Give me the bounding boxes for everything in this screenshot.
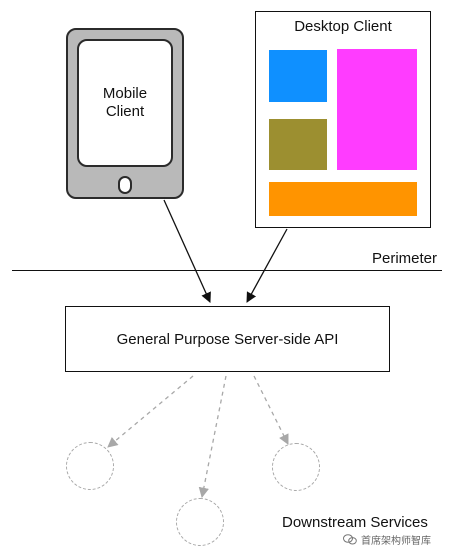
watermark-text: 首席架构师智库 (361, 536, 431, 547)
perimeter-line (12, 270, 442, 271)
mobile-client-label: Mobile Client (102, 85, 148, 120)
mobile-to-api-arrow (163, 199, 211, 303)
downstream-services-label: Downstream Services (282, 514, 428, 531)
desktop-client-title: Desktop Client (294, 18, 392, 35)
downstream-service-3 (272, 443, 320, 491)
api-label: General Purpose Server-side API (116, 330, 339, 348)
api-to-service-3-arrow (253, 375, 289, 445)
watermark: 首席架构师智库 (343, 532, 431, 547)
perimeter-label: Perimeter (372, 250, 438, 267)
api-to-service-2-arrow (198, 375, 227, 499)
desktop-client: Desktop Client (255, 11, 431, 228)
desktop-to-api-arrow (246, 228, 288, 303)
mobile-screen: Mobile Client (77, 39, 173, 167)
downstream-service-1 (66, 442, 114, 490)
api-to-service-1-arrow (107, 375, 194, 448)
mobile-home-button (118, 176, 132, 194)
mobile-device: Mobile Client (66, 28, 184, 199)
desktop-block-magenta (337, 49, 417, 170)
api-box: General Purpose Server-side API (65, 306, 390, 372)
desktop-block-orange (269, 182, 417, 216)
desktop-block-blue (269, 50, 327, 102)
downstream-service-2 (176, 498, 224, 546)
desktop-block-olive (269, 119, 327, 170)
wechat-icon (343, 534, 357, 545)
